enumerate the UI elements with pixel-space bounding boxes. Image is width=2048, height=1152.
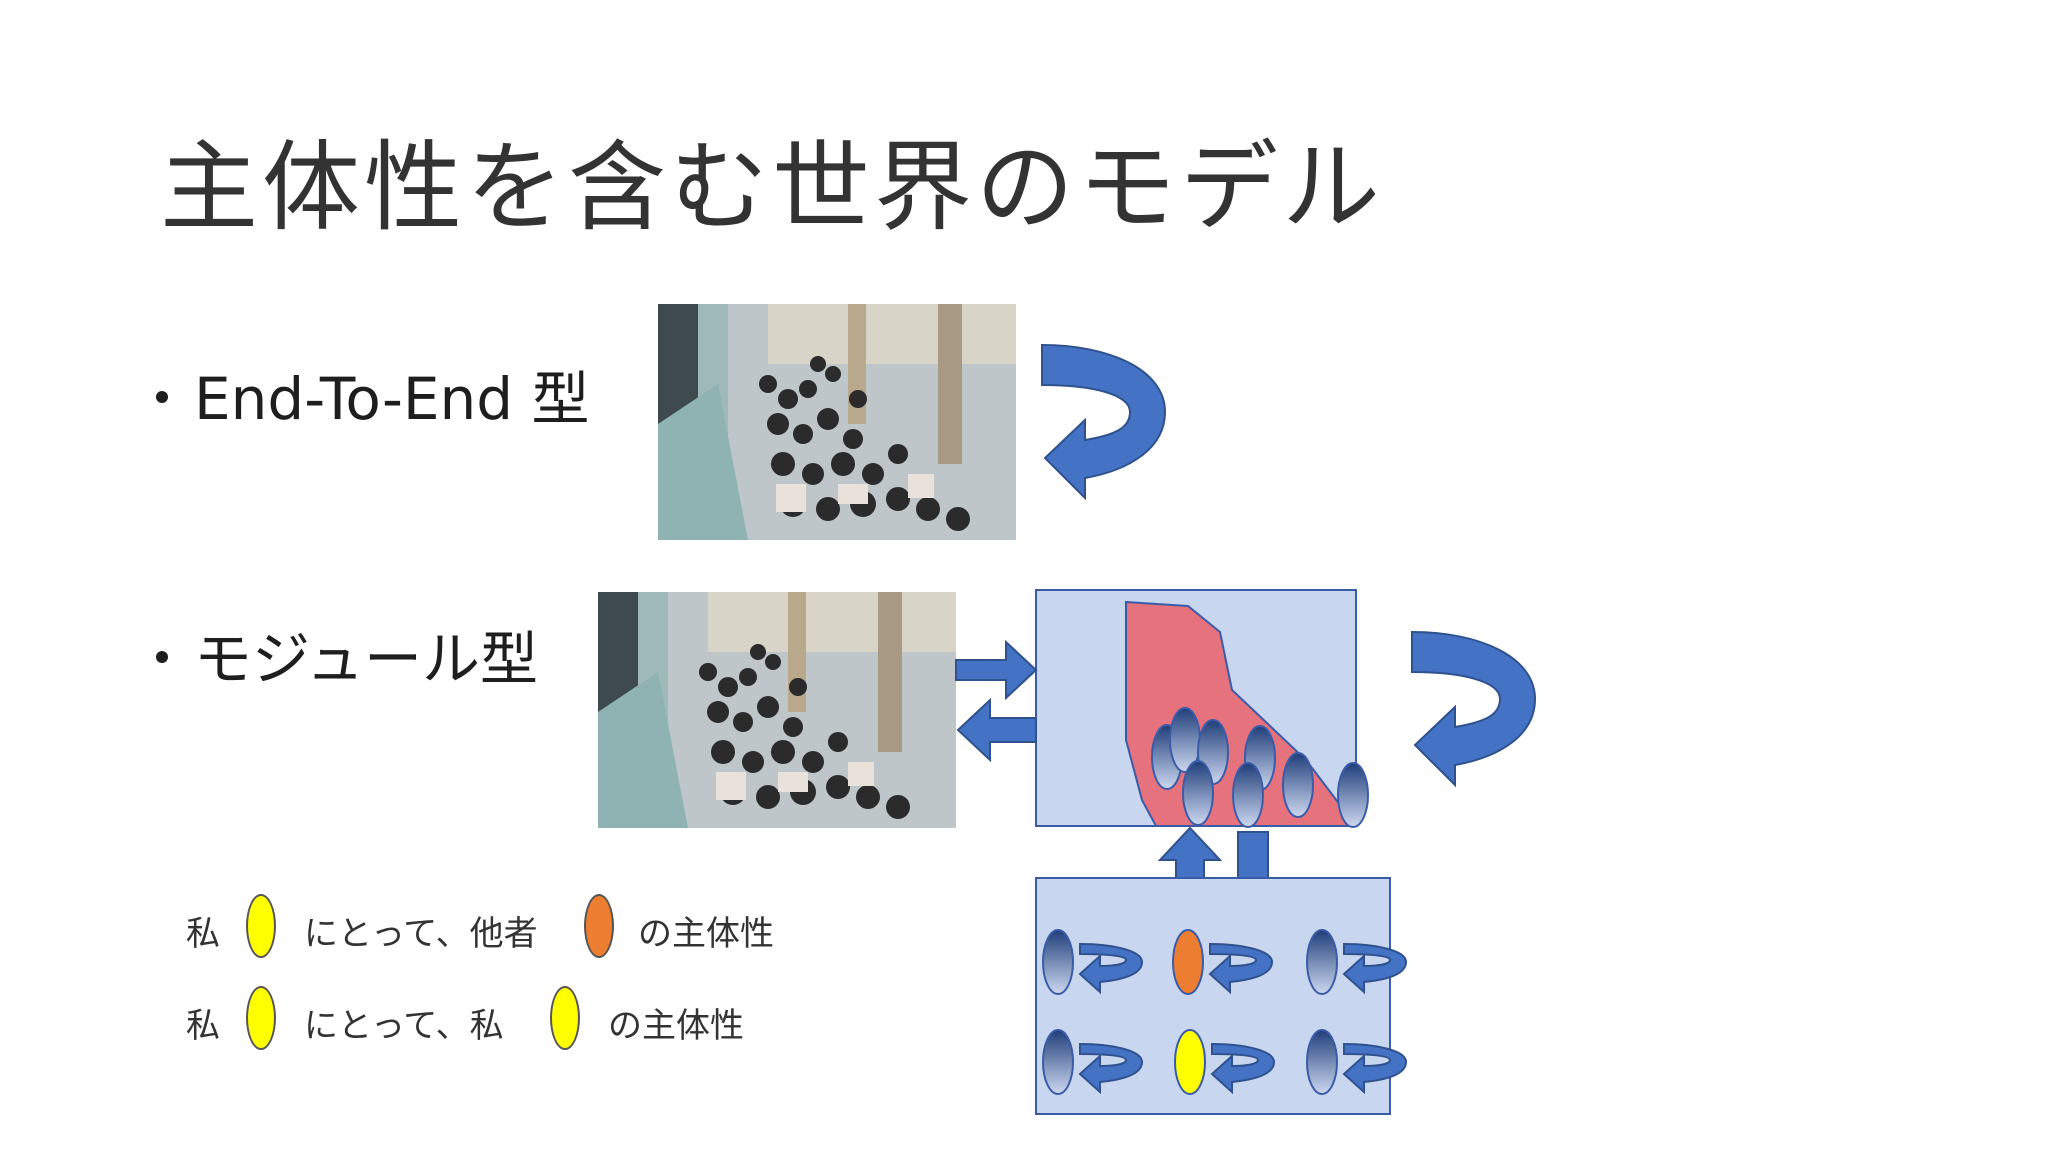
left-right-arrows-icon	[955, 639, 1038, 763]
legend-prefix: 私	[186, 914, 220, 954]
self-oval-icon	[550, 986, 580, 1050]
other-oval-icon	[584, 894, 614, 958]
legend-middle: にとって、私	[304, 1006, 504, 1046]
bullet-end-to-end: End-To-End 型	[156, 352, 590, 436]
small-loop-arrows	[1078, 942, 1408, 1095]
bullet-modular: モジュール型	[156, 612, 538, 696]
bullet-modular-label: モジュール型	[194, 625, 538, 693]
self-oval-icon	[246, 986, 276, 1050]
legend-suffix: の主体性	[608, 1006, 744, 1046]
agent-ovals-lower	[1042, 929, 1338, 1095]
legend-row-other: 私 にとって、他者 の主体性	[186, 894, 826, 976]
agent-oval-group	[1151, 707, 1369, 828]
bullet-dot-icon	[156, 390, 168, 403]
legend-middle: にとって、他者	[304, 914, 538, 954]
self-oval-icon	[246, 894, 276, 958]
bullet-end-to-end-label: End-To-End 型	[194, 365, 590, 433]
legend-prefix: 私	[186, 1006, 220, 1046]
legend-suffix: の主体性	[638, 914, 774, 954]
slide-title: 主体性を含む世界のモデル	[160, 131, 1385, 245]
legend-row-self: 私 にとって、私 の主体性	[186, 986, 826, 1068]
loop-arrow-icon	[1411, 630, 1537, 788]
loop-arrow-icon	[1041, 343, 1167, 501]
crowd-photo-modular	[598, 592, 956, 828]
crowd-photo-end-to-end	[658, 304, 1016, 540]
bullet-dot-icon	[156, 650, 168, 663]
